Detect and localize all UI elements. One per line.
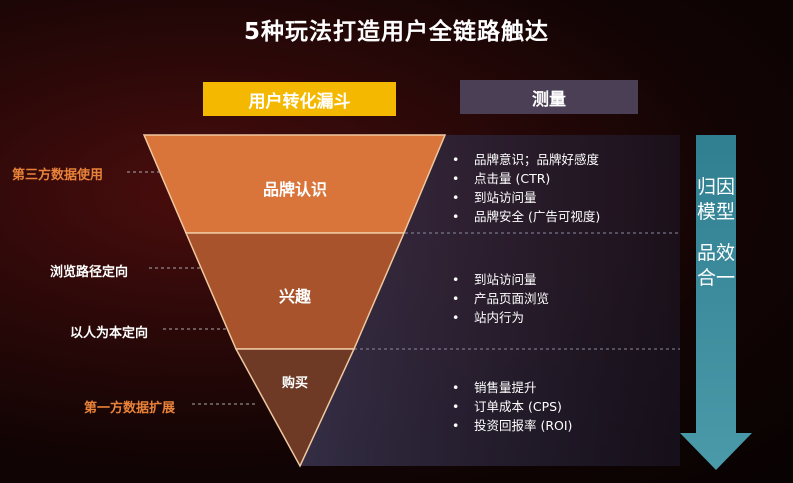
list-item: 产品页面浏览 — [452, 289, 549, 308]
funnel-stage-purchase — [234, 348, 356, 468]
list-item: 投资回报率 (ROI) — [452, 416, 572, 435]
side-label-third-party: 第三方数据使用 — [12, 168, 104, 183]
arrow-text-line2: 品效合一 — [696, 242, 735, 289]
measure-list-purchase: 销售量提升 订单成本 (CPS) 投资回报率 (ROI) — [452, 378, 572, 435]
stage-label-awareness: 品牌认识 — [262, 180, 327, 199]
list-item: 品牌意识；品牌好感度 — [452, 150, 600, 169]
list-item: 点击量 (CTR) — [452, 169, 600, 188]
stage-label-interest: 兴趣 — [278, 287, 311, 306]
page-title: 5种玩法打造用户全链路触达 — [243, 19, 549, 45]
measure-header: 测量 — [460, 80, 638, 114]
list-item: 品牌安全 (广告可视度) — [452, 207, 600, 226]
side-label-first-party: 第一方数据扩展 — [84, 401, 176, 416]
list-item: 站内行为 — [452, 308, 549, 327]
measure-list-interest: 到站访问量 产品页面浏览 站内行为 — [452, 270, 549, 327]
funnel-header: 用户转化漏斗 — [203, 82, 396, 116]
arrow-text: 归因模型 品效合一 — [696, 175, 736, 291]
arrow-text-line1: 归因模型 — [696, 176, 735, 223]
side-label-person-based: 以人为本定向 — [70, 326, 149, 341]
stage-label-purchase: 购买 — [281, 376, 308, 391]
attribution-arrow — [680, 135, 752, 470]
list-item: 到站访问量 — [452, 188, 600, 207]
side-label-browse-path: 浏览路径定向 — [50, 265, 129, 280]
measure-list-awareness: 品牌意识；品牌好感度 点击量 (CTR) 到站访问量 品牌安全 (广告可视度) — [452, 150, 600, 226]
list-item: 销售量提升 — [452, 378, 572, 397]
list-item: 到站访问量 — [452, 270, 549, 289]
list-item: 订单成本 (CPS) — [452, 397, 572, 416]
